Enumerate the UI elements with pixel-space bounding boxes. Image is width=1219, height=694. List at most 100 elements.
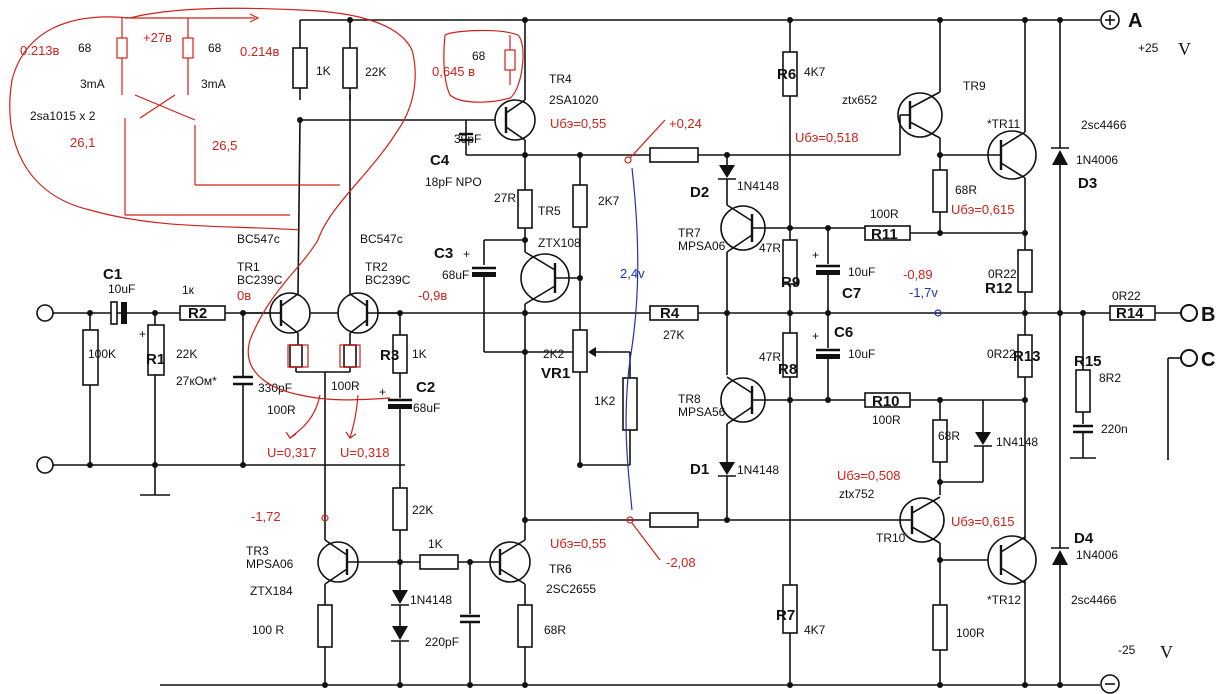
anno-v-0: 0в: [237, 288, 251, 303]
c4-sub: 18pF NPO: [425, 175, 482, 189]
anno-u-0318: U=0,318: [340, 445, 390, 460]
tr4-part: 2SA1020: [549, 93, 599, 107]
anno-r68-left: 68: [78, 41, 92, 55]
c2-value: 68uF: [413, 401, 440, 415]
r-22k-top-label: 22K: [365, 65, 386, 79]
tr11-transistor: [940, 20, 1037, 685]
diode-1n4148-r-label: 1N4148: [996, 435, 1038, 449]
tr1-part: BC239C: [237, 273, 283, 287]
r15-label: R15: [1074, 353, 1102, 370]
anno-ube-tr11: Uбэ=0,615: [951, 202, 1014, 217]
driver-bias: [649, 147, 900, 528]
tr2-transistor: [337, 95, 400, 345]
tr4-transistor: [459, 20, 650, 240]
r3-value: 1K: [412, 347, 427, 361]
bias-diodes: [391, 554, 490, 685]
vr1-label: VR1: [541, 365, 570, 382]
terminal-c-label: C: [1201, 349, 1215, 371]
pos-voltage-unit: V: [1178, 39, 1191, 59]
c7-label: C7: [842, 285, 861, 302]
c3-label: C3: [434, 245, 453, 262]
tr1-sub: BC547c: [237, 232, 280, 246]
r6-label: R6: [777, 66, 796, 83]
d3-value: 1N4006: [1076, 153, 1118, 167]
tr2-sub: BC547c: [360, 232, 403, 246]
c1-value: 10uF: [108, 282, 135, 296]
r1-label: R1: [146, 351, 165, 368]
pos-voltage: +25: [1138, 41, 1159, 55]
r11-resistor: [864, 225, 1025, 241]
d2-label: D2: [690, 184, 709, 201]
blue-sketch: [625, 167, 942, 511]
anno-u-0317: U=0,317: [267, 445, 317, 460]
tr8-transistor: [718, 376, 790, 520]
tr7-name: TR7: [678, 226, 701, 240]
r-2k7-label: 2K7: [598, 194, 620, 208]
r4-resistor: [649, 305, 699, 321]
r9-value: 47R: [759, 241, 781, 255]
tr5-name: TR5: [538, 204, 561, 218]
junction-dots: [87, 17, 1086, 688]
r7-label: R7: [776, 607, 795, 624]
r-68r-bot-label: 68R: [938, 429, 960, 443]
d2-value: 1N4148: [737, 179, 779, 193]
r-1k2-label: 1K2: [594, 394, 616, 408]
tr7-part: MPSA06: [678, 239, 726, 253]
neg-voltage-unit: V: [1160, 642, 1173, 662]
anno-ube-tr4: Uбэ=0,55: [550, 116, 606, 131]
diode-1n4148-right: [940, 400, 992, 483]
terminal-b-label: B: [1201, 304, 1215, 326]
terminal-c: C: [1167, 349, 1215, 460]
tr3-part: MPSA06: [246, 557, 294, 571]
r12-label: R12: [985, 280, 1013, 297]
anno-v-208: -2,08: [666, 555, 696, 570]
anno-ube-tr6: Uбэ=0,55: [550, 536, 606, 551]
anno-v-261: 26,1: [70, 135, 95, 150]
r8-value: 47R: [759, 350, 781, 364]
anno-ube-tr12: Uбэ=0,615: [951, 514, 1014, 529]
d4-label: D4: [1074, 530, 1094, 547]
tr6-transistor: [489, 519, 650, 685]
anno-r68-top: 68: [472, 49, 486, 63]
r10-resistor: [864, 392, 1025, 408]
d4-diode: [1051, 313, 1069, 685]
r8-label: R8: [778, 361, 797, 378]
terminal-b: B: [1180, 304, 1215, 326]
terminal-minus: [1100, 674, 1120, 694]
r4-value: 27K: [663, 328, 684, 342]
tr6-res: 68R: [544, 623, 566, 637]
r-22k-label: 22K: [412, 503, 433, 517]
anno-v-024: +0,24: [669, 116, 702, 131]
diff-pair-emitters: [289, 20, 505, 540]
c4-value: 39pF: [454, 132, 481, 146]
tr8-name: TR8: [678, 392, 701, 406]
r14-value: 0R22: [1112, 289, 1141, 303]
anno-v-014: 0.214в: [240, 44, 280, 59]
diode-mid-label: 1N4148: [410, 593, 452, 607]
r-100k-label: 100K: [88, 347, 116, 361]
vr1-pot: [572, 278, 638, 466]
r13-value: 0R22: [987, 347, 1016, 361]
r11-value: 100R: [870, 207, 899, 221]
tr3-name: TR3: [246, 544, 269, 558]
tr3-transistor: [317, 539, 400, 685]
tr5-transistor: [520, 155, 588, 520]
anno-v-0645: 0,645 в: [432, 64, 475, 79]
r9-label: R9: [781, 274, 800, 291]
c1-label: C1: [103, 266, 122, 283]
r-100r-a-label: 100R: [267, 403, 296, 417]
anno-ube-tr9: Uбэ=0,518: [795, 130, 858, 145]
d4-value: 1N4006: [1076, 548, 1118, 562]
c2-label: C2: [416, 379, 435, 396]
c1-plus: +: [139, 327, 146, 341]
tr12-name: *TR12: [987, 593, 1021, 607]
tr8-part: MPSA56: [678, 405, 726, 419]
r3-label: R3: [380, 347, 399, 364]
c6-value: 10uF: [848, 347, 875, 361]
vr1-value: 2K2: [543, 347, 565, 361]
r4-label: R4: [660, 305, 680, 322]
terminal-a: A: [1100, 10, 1142, 32]
tr10-part: ztx752: [839, 487, 875, 501]
tr4-name: TR4: [549, 72, 572, 86]
